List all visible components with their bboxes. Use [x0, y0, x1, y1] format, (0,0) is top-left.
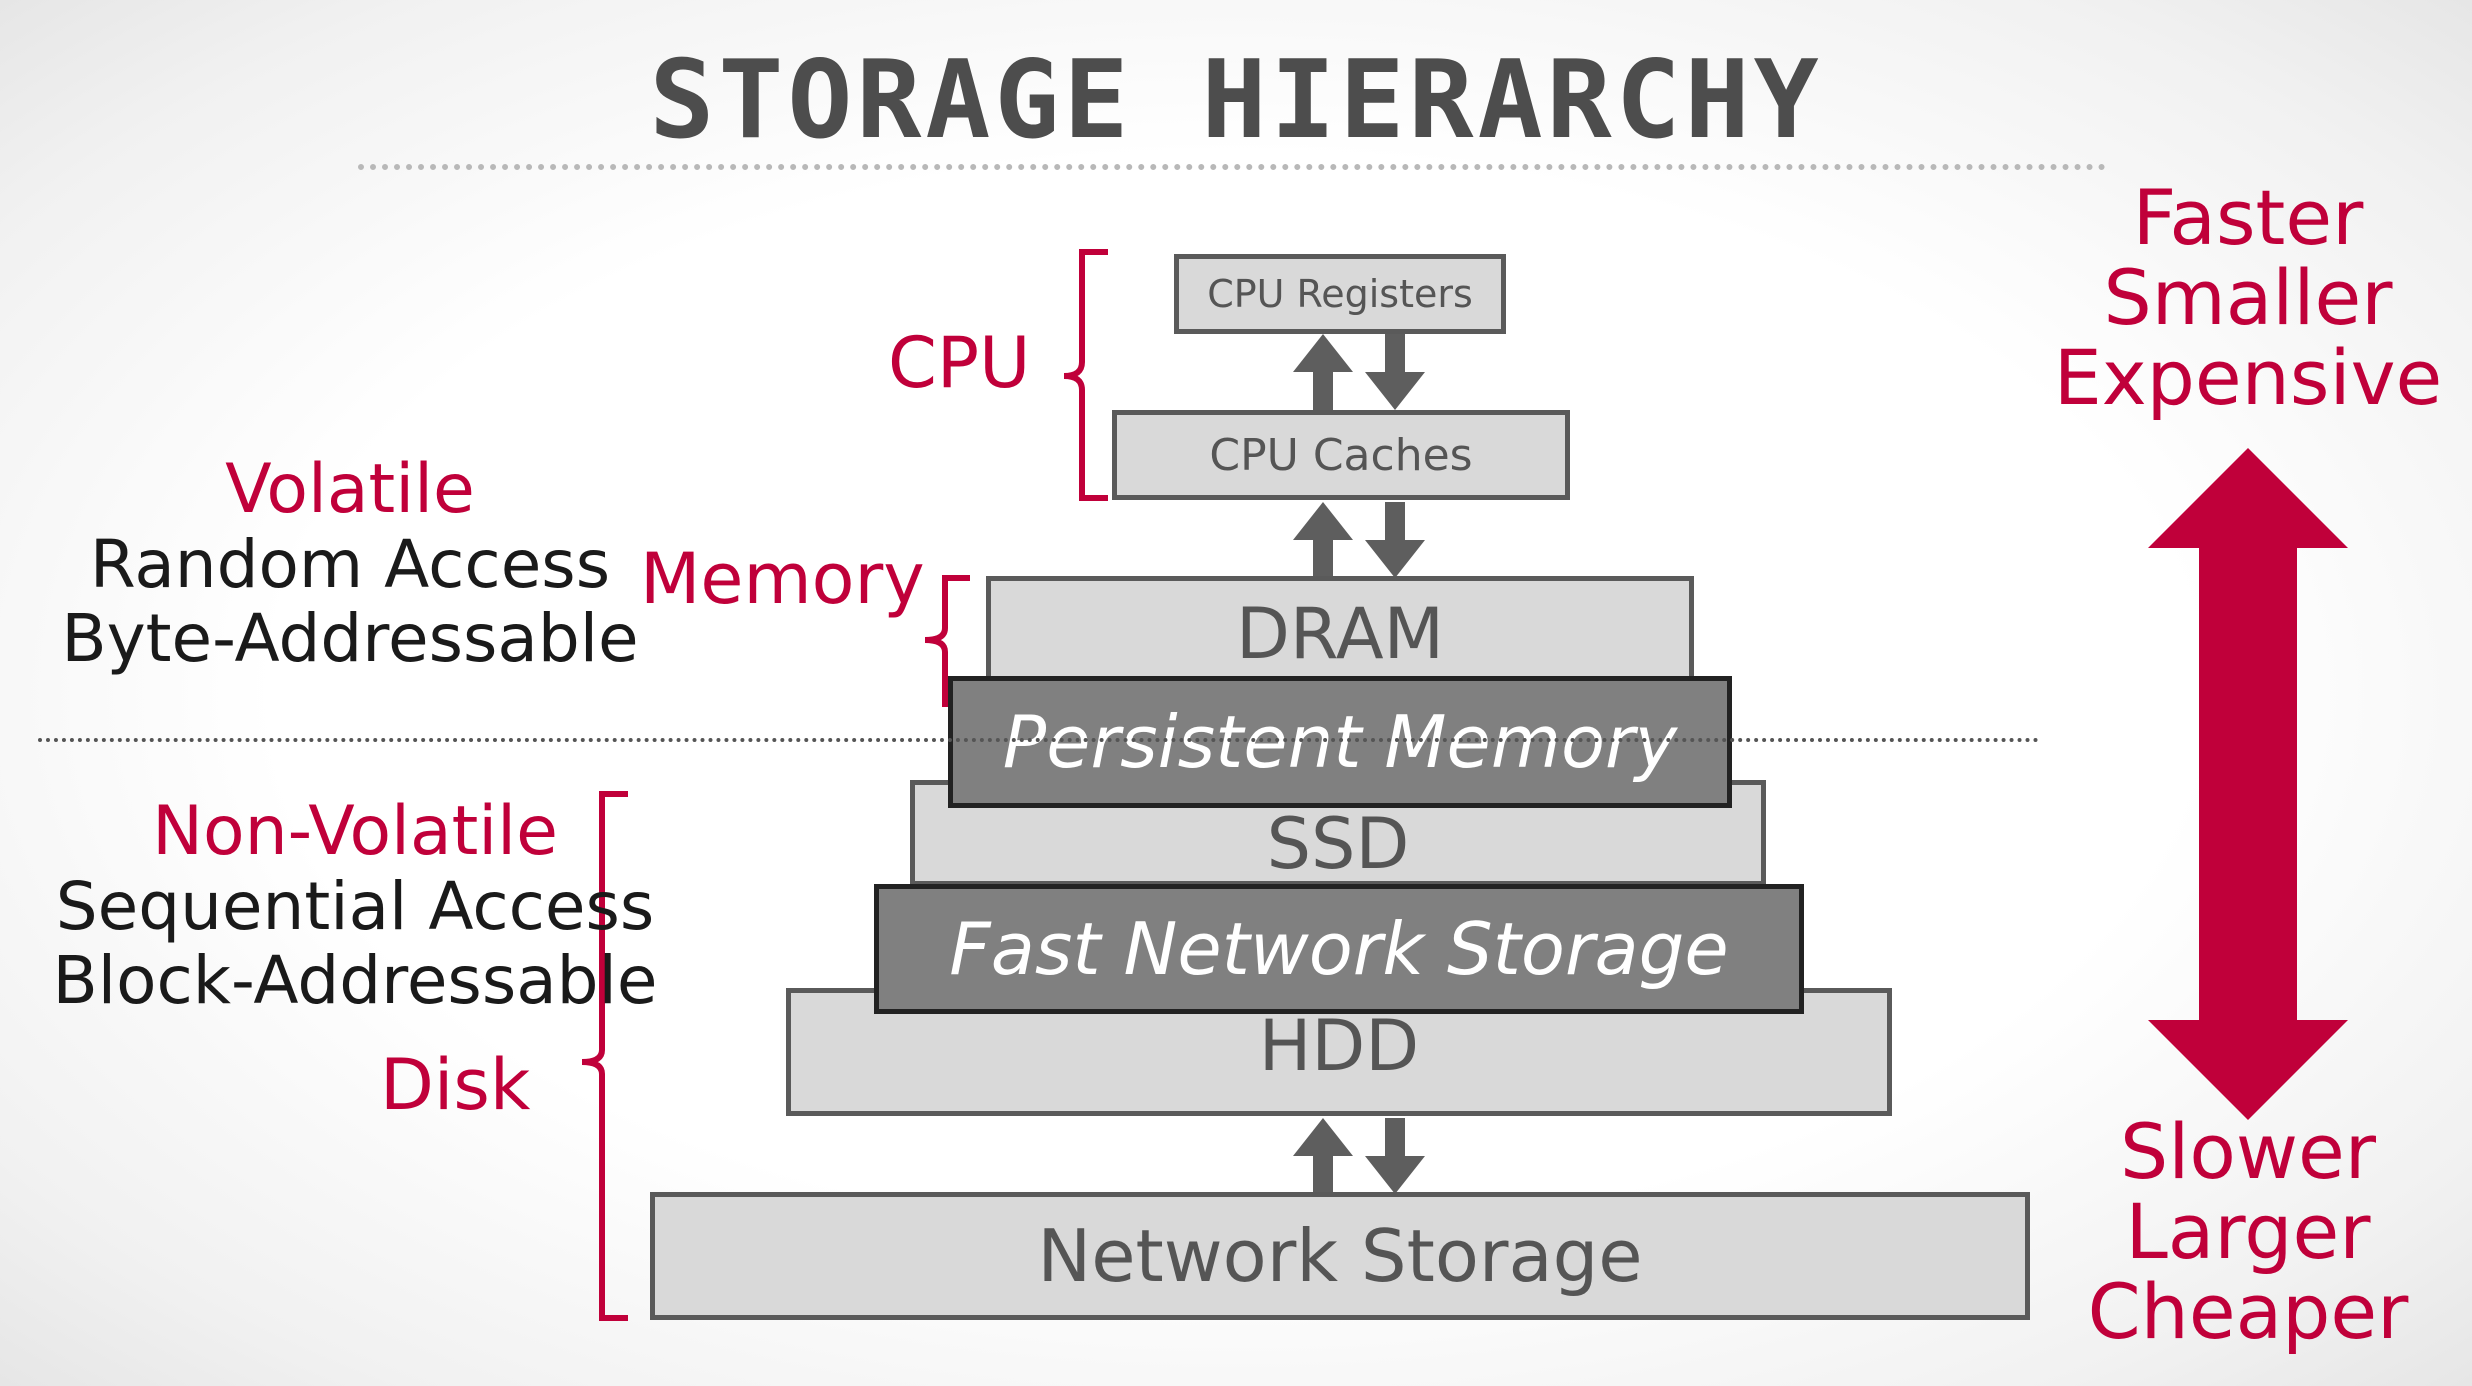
transfer-arrows-hdd-network — [1293, 1118, 1425, 1194]
persistent-memory-box: Persistent Memory — [948, 676, 1732, 808]
hdd-label: HDD — [1258, 1005, 1420, 1087]
volatile-line-1: Random Access — [89, 526, 611, 603]
title-divider — [358, 164, 2106, 170]
memory-bracket — [924, 575, 970, 707]
cheaper-label: Cheaper — [2087, 1267, 2409, 1356]
cpu-caches-box: CPU Caches — [1112, 410, 1570, 500]
faster-label: Faster — [2132, 173, 2364, 262]
persistent-memory-label: Persistent Memory — [1002, 700, 1678, 784]
cpu-caches-label: CPU Caches — [1209, 429, 1473, 481]
slower-label: Slower — [2119, 1107, 2377, 1196]
ssd-label: SSD — [1266, 803, 1410, 885]
non-volatile-line-2: Block-Addressable — [52, 942, 658, 1019]
smaller-label: Smaller — [2103, 253, 2393, 342]
non-volatile-heading: Non-Volatile — [152, 792, 558, 871]
bottom-tradeoff-labels: Slower Larger Cheaper — [2030, 1112, 2466, 1352]
volatility-divider — [38, 738, 2040, 742]
volatile-description: Volatile Random Access Byte-Addressable — [10, 452, 690, 676]
cpu-registers-box: CPU Registers — [1174, 254, 1506, 334]
cpu-bracket — [1063, 249, 1108, 501]
cpu-registers-label: CPU Registers — [1207, 272, 1473, 316]
network-storage-box: Network Storage — [650, 1192, 2030, 1320]
non-volatile-line-1: Sequential Access — [55, 868, 655, 945]
network-storage-label: Network Storage — [1037, 1214, 1643, 1298]
disk-group-label: Disk — [380, 1044, 531, 1126]
non-volatile-description: Non-Volatile Sequential Access Block-Add… — [10, 794, 700, 1018]
speed-cost-double-arrow — [2148, 448, 2348, 1120]
memory-group-label: Memory — [640, 538, 925, 620]
volatile-line-2: Byte-Addressable — [61, 600, 639, 677]
top-tradeoff-labels: Faster Smaller Expensive — [2030, 178, 2466, 418]
page-title: STORAGE HIERARCHY — [649, 38, 1823, 163]
expensive-label: Expensive — [2053, 333, 2443, 422]
transfer-arrows-registers-caches — [1293, 334, 1425, 410]
disk-bracket — [581, 791, 628, 1321]
fast-network-storage-label: Fast Network Storage — [949, 907, 1729, 991]
fast-network-storage-box: Fast Network Storage — [874, 884, 1804, 1014]
transfer-arrows-caches-dram — [1293, 502, 1425, 578]
cpu-group-label: CPU — [888, 322, 1031, 404]
volatile-heading: Volatile — [225, 450, 475, 529]
larger-label: Larger — [2125, 1187, 2371, 1276]
dram-label: DRAM — [1236, 593, 1444, 675]
